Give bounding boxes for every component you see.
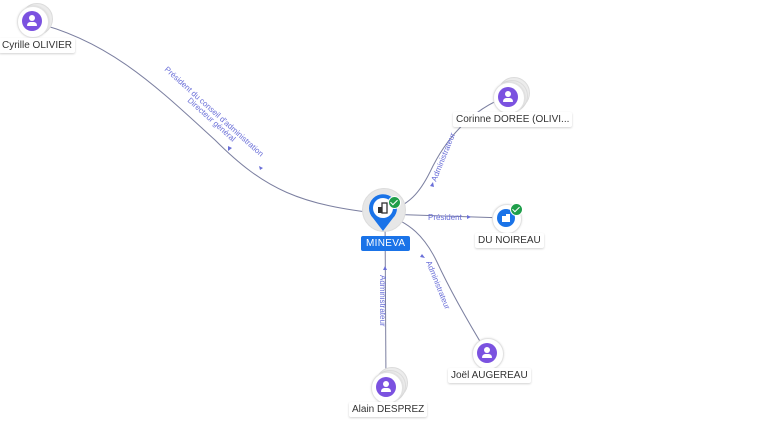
node-label-dunoireau: DU NOIREAU (475, 233, 544, 248)
person-icon (498, 87, 518, 107)
edge-arrow (228, 146, 232, 151)
node-label-mineva: MINEVA (361, 236, 411, 251)
edge-arrow (259, 166, 263, 170)
edge-arrow (430, 182, 434, 187)
node-label-joel: Joël AUGEREAU (448, 368, 531, 383)
edge-label-joel: Administrateur (424, 259, 452, 311)
edge-arrow (420, 254, 425, 258)
node-label-alain: Alain DESPREZ (349, 402, 428, 417)
edge-label-cyrille-1: Président du conseil d'administration (163, 65, 266, 159)
edge-label-alain: Administrateur (378, 275, 387, 327)
edge-joel-mineva (382, 213, 488, 354)
node-label-cyrille: Cyrille OLIVIER (0, 38, 76, 53)
edge-label-dunoireau: Président (428, 213, 463, 222)
edge-arrow (383, 266, 387, 270)
edge-cyrille-mineva (31, 21, 384, 215)
person-icon (376, 377, 396, 397)
node-label-corinne: Corinne DOREE (OLIVI... (453, 112, 573, 127)
person-icon (477, 343, 497, 363)
verified-check-icon (510, 203, 523, 216)
verified-check-icon (388, 196, 401, 209)
edge-label-corinne: Administrateur (430, 131, 458, 183)
person-icon (22, 11, 42, 31)
edge-arrow (467, 215, 471, 219)
